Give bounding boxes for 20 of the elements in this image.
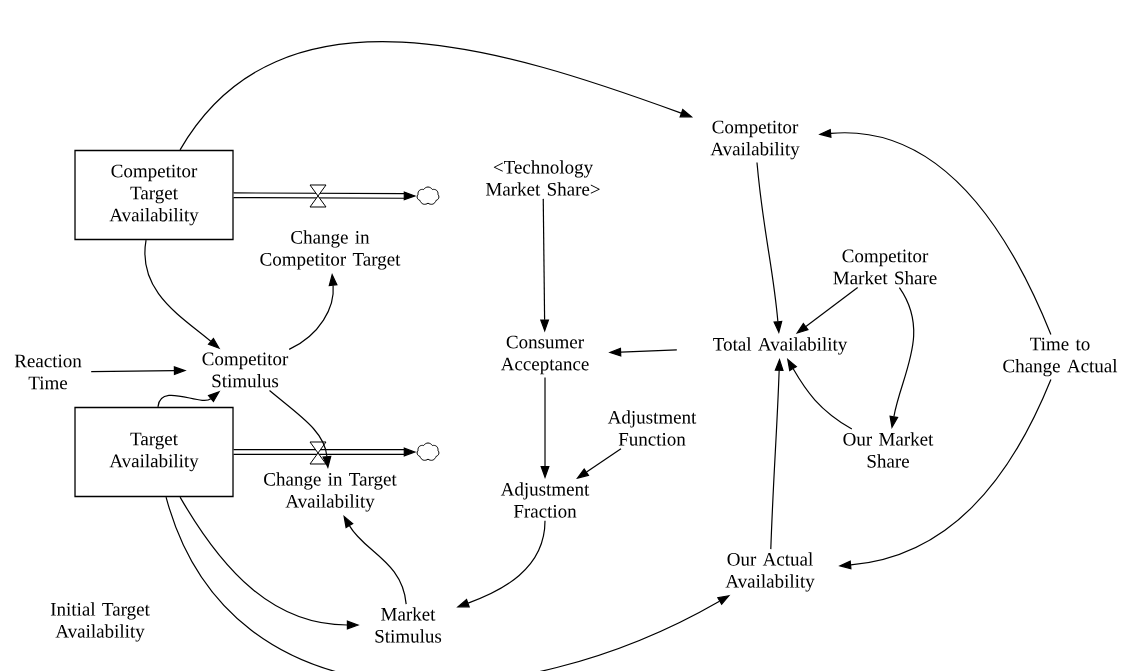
text-label: Competitor Availability <box>710 120 800 160</box>
cloud-symbol <box>416 186 440 205</box>
cloud-symbol <box>416 442 440 461</box>
text-label: Adjustment Fraction <box>500 482 590 518</box>
text-label: Adjustment Function <box>607 410 697 446</box>
stock-box: Competitor Target Availability <box>74 149 234 241</box>
text-label: Competitor Market Share <box>833 249 937 285</box>
text-label: Consumer Acceptance <box>500 335 589 375</box>
text-label: Change in Competitor Target <box>260 230 401 270</box>
stock-box: Target Availability <box>74 406 234 498</box>
text-label: Our Actual Availability <box>725 552 815 592</box>
text-label: <Technology Market Share> <box>485 160 600 196</box>
text-label: Total Availability <box>713 337 848 355</box>
text-label: Competitor Stimulus <box>202 352 289 388</box>
text-label: Time to Change Actual <box>1003 337 1118 377</box>
text-label: Market Stimulus <box>375 607 442 643</box>
text-label: Our Market Share <box>843 432 934 468</box>
text-label: Initial Target Availability <box>50 602 150 642</box>
text-label: Change in Target Availability <box>264 472 397 512</box>
text-label: Reaction Time <box>14 354 82 390</box>
